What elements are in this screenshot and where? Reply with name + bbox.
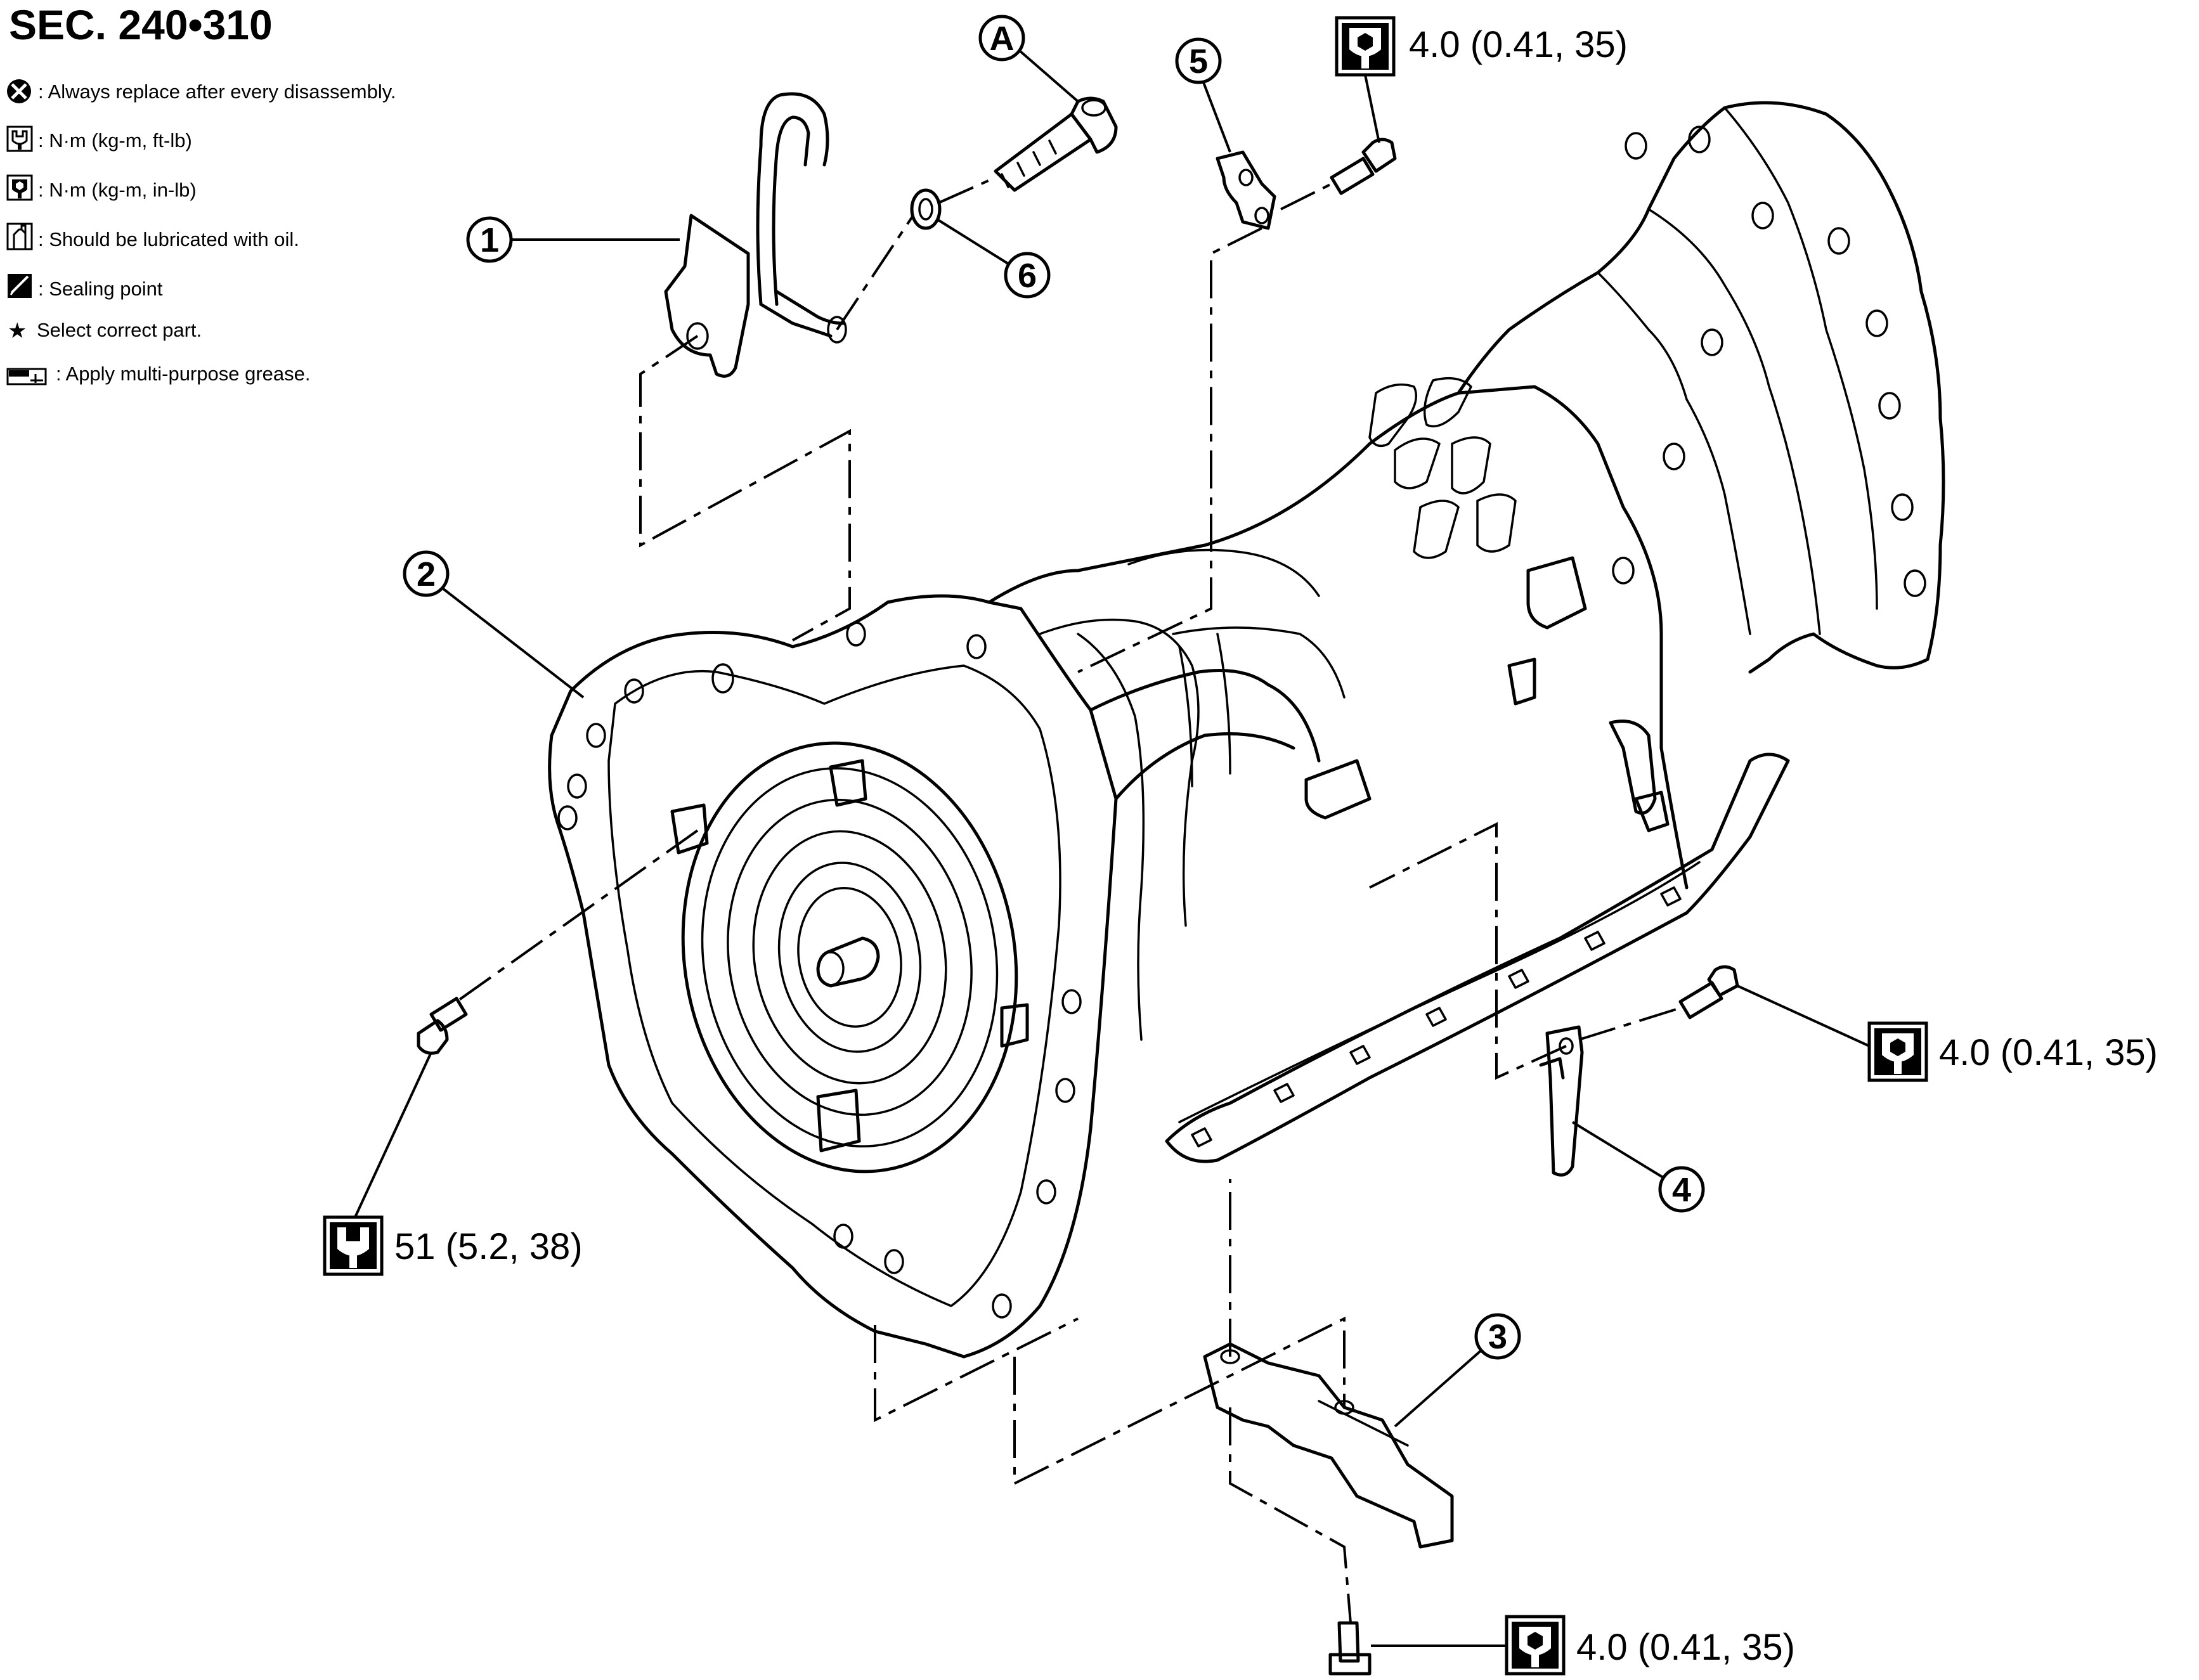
svg-text:1: 1 bbox=[480, 221, 499, 259]
torque-spec-top: 4.0 (0.41, 35) bbox=[1335, 16, 1628, 143]
svg-text:2: 2 bbox=[417, 555, 436, 593]
bell-housing-bolt bbox=[417, 997, 468, 1055]
part-6-washer bbox=[910, 188, 942, 230]
assembly-lines bbox=[455, 176, 1681, 1624]
torque-wrench-inlb-icon bbox=[1867, 1021, 1928, 1082]
torque-value-bottom-left: 51 (5.2, 38) bbox=[394, 1226, 583, 1267]
extension-bolt-bosses bbox=[1612, 126, 1926, 597]
svg-text:A: A bbox=[990, 20, 1015, 58]
flange-bolt-holes bbox=[557, 621, 1082, 1319]
callout-1: 1 bbox=[466, 216, 680, 263]
part-4-bracket bbox=[1539, 965, 1739, 1177]
torque-spec-right: 4.0 (0.41, 35) bbox=[1737, 985, 2158, 1082]
torque-converter bbox=[681, 741, 1018, 1173]
callout-a: A bbox=[978, 15, 1079, 103]
torque-wrench-ftlb-icon bbox=[323, 1215, 384, 1276]
callout-2: 2 bbox=[403, 550, 585, 699]
callout-6: 6 bbox=[936, 218, 1051, 299]
svg-text:6: 6 bbox=[1018, 257, 1037, 295]
star-icon: ★ bbox=[8, 318, 27, 344]
callout-3: 3 bbox=[1394, 1313, 1521, 1428]
part-a-bolt bbox=[994, 96, 1118, 192]
torque-wrench-inlb-icon bbox=[1505, 1615, 1566, 1676]
oil-can-icon bbox=[6, 223, 33, 250]
svg-text:5: 5 bbox=[1189, 42, 1208, 81]
converter-lugs bbox=[670, 759, 1029, 1153]
grease-icon bbox=[6, 368, 47, 385]
part-1-bracket bbox=[664, 92, 847, 378]
torque-wrench-inlb-icon bbox=[1335, 16, 1396, 77]
torque-value-bottom: 4.0 (0.41, 35) bbox=[1576, 1627, 1795, 1668]
legend-sealing-text: : Sealing point bbox=[38, 278, 163, 300]
legend-ftlb-text: : N·m (kg-m, ft-lb) bbox=[38, 129, 192, 152]
legend-grease-text: : Apply multi-purpose grease. bbox=[56, 363, 311, 385]
sealing-icon bbox=[8, 274, 32, 298]
torque-value-right: 4.0 (0.41, 35) bbox=[1939, 1032, 2158, 1073]
legend-oil-text: : Should be lubricated with oil. bbox=[38, 228, 299, 250]
torque-ftlb-icon bbox=[6, 126, 33, 152]
part-3-bracket bbox=[1203, 1342, 1454, 1676]
torque-spec-bottom-left: 51 (5.2, 38) bbox=[323, 1052, 583, 1276]
torque-spec-bottom: 4.0 (0.41, 35) bbox=[1371, 1615, 1795, 1676]
legend-inlb-text: : N·m (kg-m, in-lb) bbox=[38, 179, 197, 201]
torque-value-top: 4.0 (0.41, 35) bbox=[1409, 24, 1628, 65]
transmission-assembly bbox=[548, 101, 1945, 1359]
part-5-bracket bbox=[1216, 138, 1397, 230]
torque-inlb-icon bbox=[6, 174, 33, 201]
svg-text:4: 4 bbox=[1672, 1171, 1691, 1209]
callout-5: 5 bbox=[1175, 37, 1231, 153]
callout-4: 4 bbox=[1571, 1121, 1705, 1213]
replace-icon bbox=[7, 79, 31, 103]
case-slots bbox=[1368, 377, 1517, 559]
legend-star-text: Select correct part. bbox=[37, 319, 202, 341]
oil-pan-bolts bbox=[1191, 886, 1682, 1147]
section-title: SEC. 240•310 bbox=[9, 1, 273, 48]
svg-text:3: 3 bbox=[1488, 1318, 1507, 1356]
legend-replace-text: : Always replace after every disassembly… bbox=[38, 81, 396, 103]
